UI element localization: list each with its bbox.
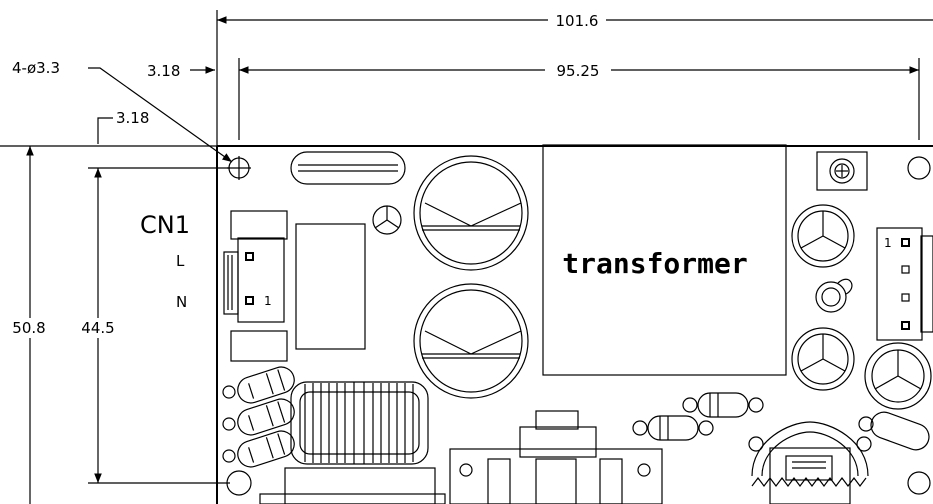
component-transistor-3 (864, 342, 932, 410)
dimension-hole-span: 95.25 (557, 62, 600, 80)
component-small-coil (815, 278, 853, 313)
output-pin-1-label: 1 (884, 236, 892, 250)
component-capacitor-bottom (413, 283, 529, 399)
component-heatsink-base (259, 493, 446, 504)
mounting-hole-bottom-right (907, 471, 931, 495)
transformer-label: transformer (562, 247, 747, 280)
component-x-capacitor (295, 223, 366, 350)
hole-spec-label: 4-ø3.3 (12, 59, 60, 77)
dimension-leader-hole-offset-y (97, 117, 113, 144)
component-choke (290, 381, 429, 465)
dimension-overall-width: 101.6 (556, 12, 599, 30)
mounting-hole-top-left (227, 156, 251, 180)
dimension-hole-span-vertical: 44.5 (81, 319, 114, 337)
connector-output (876, 227, 933, 341)
component-resistor-block (230, 330, 288, 362)
component-heatsink-left (284, 467, 436, 504)
component-transformer (542, 144, 787, 376)
component-bridge-rectifier (372, 205, 402, 235)
component-diode-3 (222, 430, 295, 468)
component-diode-5 (682, 392, 764, 418)
component-diode-1 (222, 366, 295, 404)
dimension-overall-height: 50.8 (12, 319, 45, 337)
component-diode-6 (858, 411, 930, 451)
dimension-hole-offset-x: 3.18 (147, 62, 180, 80)
connector-label: CN1 (140, 211, 190, 239)
component-potentiometer (816, 151, 868, 191)
connector-cn1 (223, 210, 288, 323)
component-fuse (290, 151, 406, 185)
component-transistor-2 (791, 327, 855, 391)
component-mosfet (449, 410, 663, 504)
mounting-hole-bottom-left (226, 470, 252, 496)
component-diode-4 (632, 415, 714, 441)
dimension-hole-offset-y: 3.18 (116, 109, 149, 127)
component-heatsink-right (748, 421, 872, 504)
hole-spec-leader (88, 67, 233, 163)
component-capacitor-top (413, 155, 529, 271)
mounting-hole-top-right (907, 156, 931, 180)
component-transistor-1 (791, 204, 855, 268)
connector-pin-l-label: L (176, 252, 185, 270)
component-diode-2 (222, 398, 295, 436)
connector-pin-n-label: N (176, 293, 187, 311)
connector-pin-1-label: 1 (264, 294, 272, 308)
